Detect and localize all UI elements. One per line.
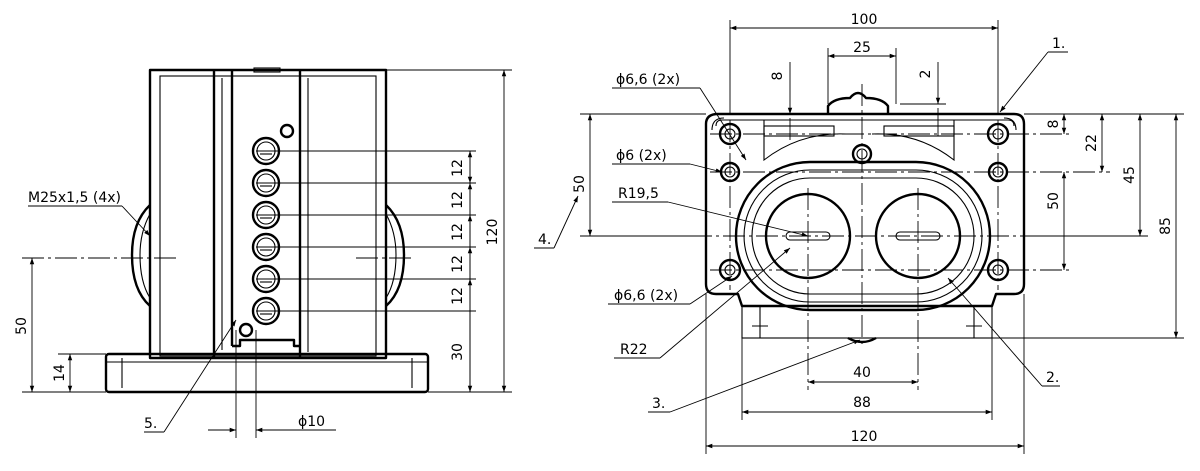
side-left-dims: 50 14 [14,258,106,393]
top-dims-right: 8 50 22 45 85 [992,113,1184,339]
dim-50-left: 50 [572,175,588,193]
side-hole-dim: ϕ10 [208,330,336,438]
pitch-dim-5: 12 [450,287,466,305]
dim-100: 100 [851,12,878,28]
dim-88: 88 [853,395,871,411]
dim-120: 120 [851,429,878,445]
dim-22: 22 [1084,134,1100,152]
item-3-label: 3. [652,396,665,412]
hole-dim-label: ϕ10 [298,414,325,430]
side-base [104,352,430,394]
side-pitch-dims: 12 12 12 12 12 30 [428,151,476,393]
side-leaders: M25x1,5 (4x) 5. [28,190,237,433]
pitch-dim-3: 12 [450,223,466,241]
item-5-label: 5. [144,416,157,432]
top-dims-left: 50 [572,113,706,237]
thread-label: M25x1,5 (4x) [28,190,121,206]
hole-6-label: ϕ6 (2x) [616,148,667,164]
side-gland-right [385,204,406,307]
dim-45: 45 [1122,166,1138,184]
top-housing [704,112,1026,344]
top-view: 100 25 8 2 8 50 22 45 [534,12,1184,454]
lower-dim: 30 [450,343,466,361]
dim-14: 14 [52,364,68,382]
pitch-dim-2: 12 [450,191,466,209]
side-holes [238,123,476,338]
top-dims-upper: 100 25 8 2 [729,12,999,140]
dim-50-left-side: 50 [14,317,30,335]
height-dim: 120 [485,219,501,246]
hole-66-top-label: ϕ6,6 (2x) [616,72,680,88]
side-view: 12 12 12 12 12 30 120 50 14 [14,67,512,438]
item-4-label: 4. [538,232,551,248]
pitch-dim-1: 12 [450,159,466,177]
top-dims-lower: 40 88 120 [705,294,1025,454]
r195-label: R19,5 [618,186,659,202]
top-openings [711,117,1017,312]
side-gland-left [130,204,151,307]
dim-2: 2 [918,70,934,79]
dim-25: 25 [853,40,871,56]
side-height-dim: 120 [386,69,512,393]
dim-8-top: 8 [770,72,786,81]
pitch-dim-4: 12 [450,255,466,273]
item-2-label: 2. [1046,370,1059,386]
item-1-label: 1. [1052,36,1065,52]
dim-50-right: 50 [1046,192,1062,210]
top-centerlines [690,84,1110,390]
dim-40: 40 [853,365,871,381]
dim-8-right: 8 [1046,120,1062,129]
dim-85: 85 [1158,217,1174,235]
hole-66-bottom-label: ϕ6,6 (2x) [614,288,678,304]
r22-label: R22 [620,342,648,358]
top-leaders: ϕ6,6 (2x) ϕ6 (2x) R19,5 ϕ6,6 (2x) R22 1.… [534,36,1068,413]
